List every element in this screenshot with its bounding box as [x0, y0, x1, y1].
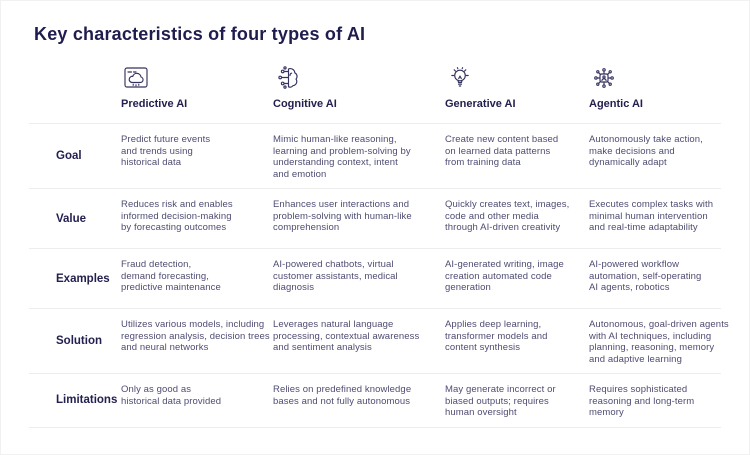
table-row-value: Value Reduces risk and enables informed …	[29, 188, 721, 248]
table-cell: Create new content based on learned data…	[445, 134, 559, 168]
table-cell: Autonomously take action, make decisions…	[589, 134, 703, 168]
table-row-limitations: Limitations Only as good as historical d…	[29, 373, 721, 428]
table-cell: Only as good as historical data provided	[121, 384, 222, 407]
table-cell: Predict future events and trends using h…	[121, 134, 211, 168]
table-cell: Mimic human-like reasoning, learning and…	[273, 134, 411, 180]
row-label: Limitations	[56, 394, 118, 407]
table-cell: AI-generated writing, image creation aut…	[445, 259, 564, 293]
header-spacer	[29, 63, 121, 123]
table-row-examples: Examples Fraud detection, demand forecas…	[29, 248, 721, 308]
table-cell: Requires sophisticated reasoning and lon…	[589, 384, 695, 418]
row-label: Value	[56, 212, 87, 225]
row-label: Goal	[56, 150, 82, 162]
column-label: Generative AI	[445, 98, 516, 110]
table-row-goal: Goal Predict future events and trends us…	[29, 123, 721, 188]
table-cell: Relies on predefined knowledge bases and…	[273, 384, 412, 407]
table-cell: Applies deep learning, transformer model…	[445, 319, 548, 353]
table-cell: Utilizes various models, including regre…	[121, 319, 270, 353]
browser-cloud-icon	[121, 63, 151, 93]
table-row-solution: Solution Utilizes various models, includ…	[29, 308, 729, 373]
table-cell: Executes complex tasks with minimal huma…	[589, 199, 714, 233]
row-label: Examples	[56, 272, 110, 285]
lightbulb-icon	[445, 63, 475, 93]
table-cell: Reduces risk and enables informed decisi…	[121, 199, 233, 233]
table-header-row: Predictive AI Cognitive AI	[29, 45, 721, 123]
column-header-agentic-ai: Agentic AI	[589, 63, 723, 123]
table-cell: Enhances user interactions and problem-s…	[273, 199, 412, 233]
brain-circuit-icon	[273, 63, 303, 93]
table-cell: Autonomous, goal-driven agents with AI t…	[589, 319, 729, 365]
column-label: Cognitive AI	[273, 98, 337, 110]
table-cell: May generate incorrect or biased outputs…	[445, 384, 556, 418]
table-cell: AI-powered workflow automation, self-ope…	[589, 259, 702, 293]
table-cell: Quickly creates text, images, code and o…	[445, 199, 570, 233]
row-label: Solution	[56, 335, 102, 347]
column-header-predictive-ai: Predictive AI	[121, 63, 273, 123]
column-header-cognitive-ai: Cognitive AI	[273, 63, 445, 123]
page-title: Key characteristics of four types of AI	[34, 24, 366, 44]
column-label: Agentic AI	[589, 98, 643, 110]
column-header-generative-ai: Generative AI	[445, 63, 589, 123]
table-cell: Leverages natural language processing, c…	[273, 319, 420, 353]
table-cell: AI-powered chatbots, virtual customer as…	[273, 259, 398, 293]
agent-network-icon	[589, 63, 619, 93]
table-cell: Fraud detection, demand forecasting, pre…	[121, 259, 221, 293]
column-label: Predictive AI	[121, 98, 188, 110]
